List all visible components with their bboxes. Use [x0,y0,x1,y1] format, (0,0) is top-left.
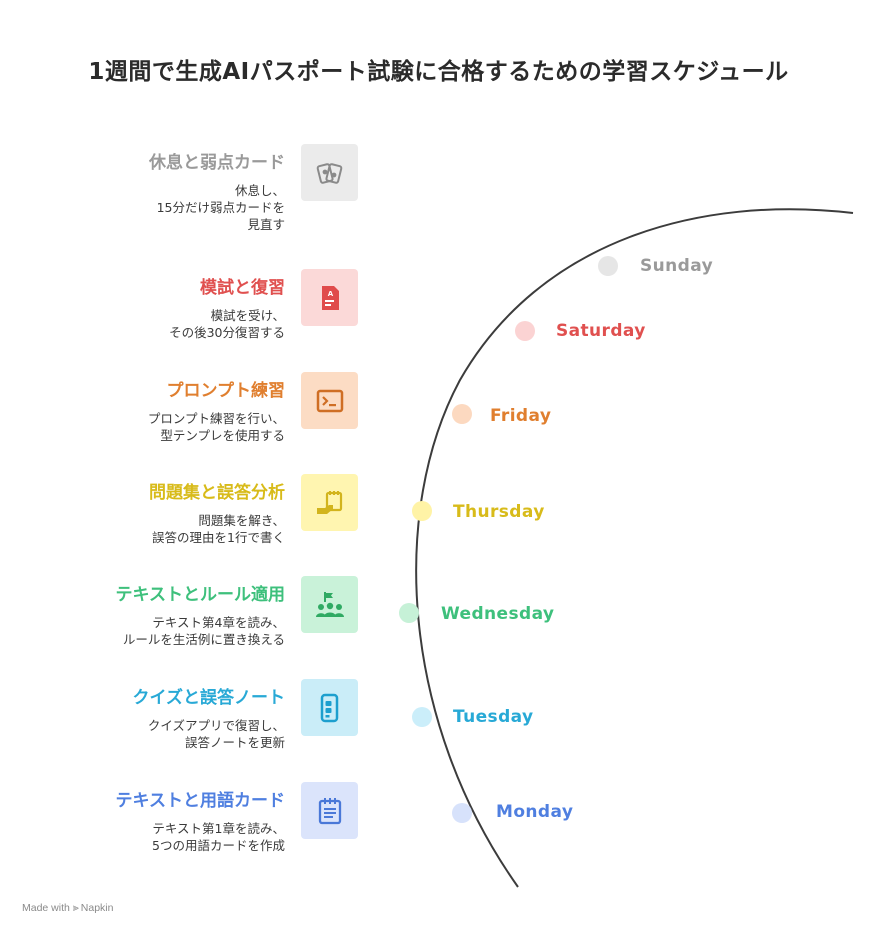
description-saturday: 模試を受け、その後30分復習する [169,307,285,341]
description-line: その後30分復習する [169,325,285,340]
day-label-sunday: Sunday [640,256,714,276]
timeline-dot-sunday [598,256,618,276]
schedule-row-friday: プロンプト練習プロンプト練習を行い、型テンプレを使用する [0,372,877,476]
timeline-dot-thursday [412,501,432,521]
heading-sunday: 休息と弱点カード [149,153,285,173]
description-sunday: 休息し、 15分だけ弱点カードを見直す [157,182,285,233]
description-line: クイズアプリで復習し、 [147,718,285,733]
description-line: 休息し、 [234,183,285,198]
napkin-logo-icon: ⫸ [72,902,79,914]
timeline-dot-wednesday [399,603,419,623]
description-line: 誤答ノートを更新 [184,735,285,750]
svg-text:A: A [328,290,334,298]
terminal-icon [301,372,358,429]
group-flag-icon [301,576,358,633]
notebook-hand-icon [301,474,358,531]
description-line: 模試を受け、 [210,308,285,323]
description-wednesday: テキスト第4章を読み、ルールを生活例に置き換える [123,614,285,648]
page-title: 1週間で生成AIパスポート試験に合格するための学習スケジュール [88,59,789,85]
schedule-row-saturday: 模試と復習模試を受け、その後30分復習する A [0,269,877,373]
notepad-icon [301,782,358,839]
description-line: 型テンプレを使用する [160,428,285,443]
footer-prefix: Made with [22,902,70,914]
phone-app-icon [301,679,358,736]
schedule-row-tuesday: クイズと誤答ノートクイズアプリで復習し、誤答ノートを更新 [0,679,877,783]
description-line: 5つの用語カードを作成 [152,838,285,853]
footer-brand: Napkin [80,902,114,914]
day-label-wednesday: Wednesday [441,604,555,624]
description-line: 見直す [247,217,285,232]
description-friday: プロンプト練習を行い、型テンプレを使用する [148,410,285,444]
description-thursday: 問題集を解き、誤答の理由を1行で書く [152,512,285,546]
description-line: 問題集を解き、 [198,513,285,528]
description-line: 誤答の理由を1行で書く [152,530,285,545]
day-label-friday: Friday [490,406,552,426]
description-line: テキスト第4章を読み、 [152,615,285,630]
schedule-row-wednesday: テキストとルール適用テキスト第4章を読み、ルールを生活例に置き換える [0,576,877,680]
description-line: 15分だけ弱点カードを [156,200,285,215]
made-with-napkin[interactable]: Made with⫸Napkin [22,902,113,915]
exam-sheet-icon: A [301,269,358,326]
heading-saturday: 模試と復習 [200,278,285,298]
timeline-dot-saturday [515,321,535,341]
heading-monday: テキストと用語カード [115,791,286,811]
description-line: テキスト第1章を読み、 [152,821,285,836]
day-label-thursday: Thursday [453,502,545,522]
heading-friday: プロンプト練習 [166,381,286,401]
day-label-monday: Monday [496,802,574,822]
timeline-dot-tuesday [412,707,432,727]
timeline-dot-monday [452,803,472,823]
timeline-dot-friday [452,404,472,424]
description-line: プロンプト練習を行い、 [147,411,285,426]
schedule-row-thursday: 問題集と誤答分析問題集を解き、誤答の理由を1行で書く [0,474,877,578]
day-label-saturday: Saturday [556,321,646,341]
heading-thursday: 問題集と誤答分析 [149,483,285,503]
schedule-row-sunday: 休息と弱点カード休息し、 15分だけ弱点カードを見直す [0,144,877,248]
day-label-tuesday: Tuesday [453,707,534,727]
description-line: ルールを生活例に置き換える [122,632,285,647]
schedule-row-monday: テキストと用語カードテキスト第1章を読み、 5つの用語カードを作成 [0,782,877,886]
description-monday: テキスト第1章を読み、 5つの用語カードを作成 [152,820,285,854]
heading-tuesday: クイズと誤答ノート [132,688,286,708]
description-tuesday: クイズアプリで復習し、誤答ノートを更新 [148,717,285,751]
cards-icon [301,144,358,201]
heading-wednesday: テキストとルール適用 [115,585,286,605]
